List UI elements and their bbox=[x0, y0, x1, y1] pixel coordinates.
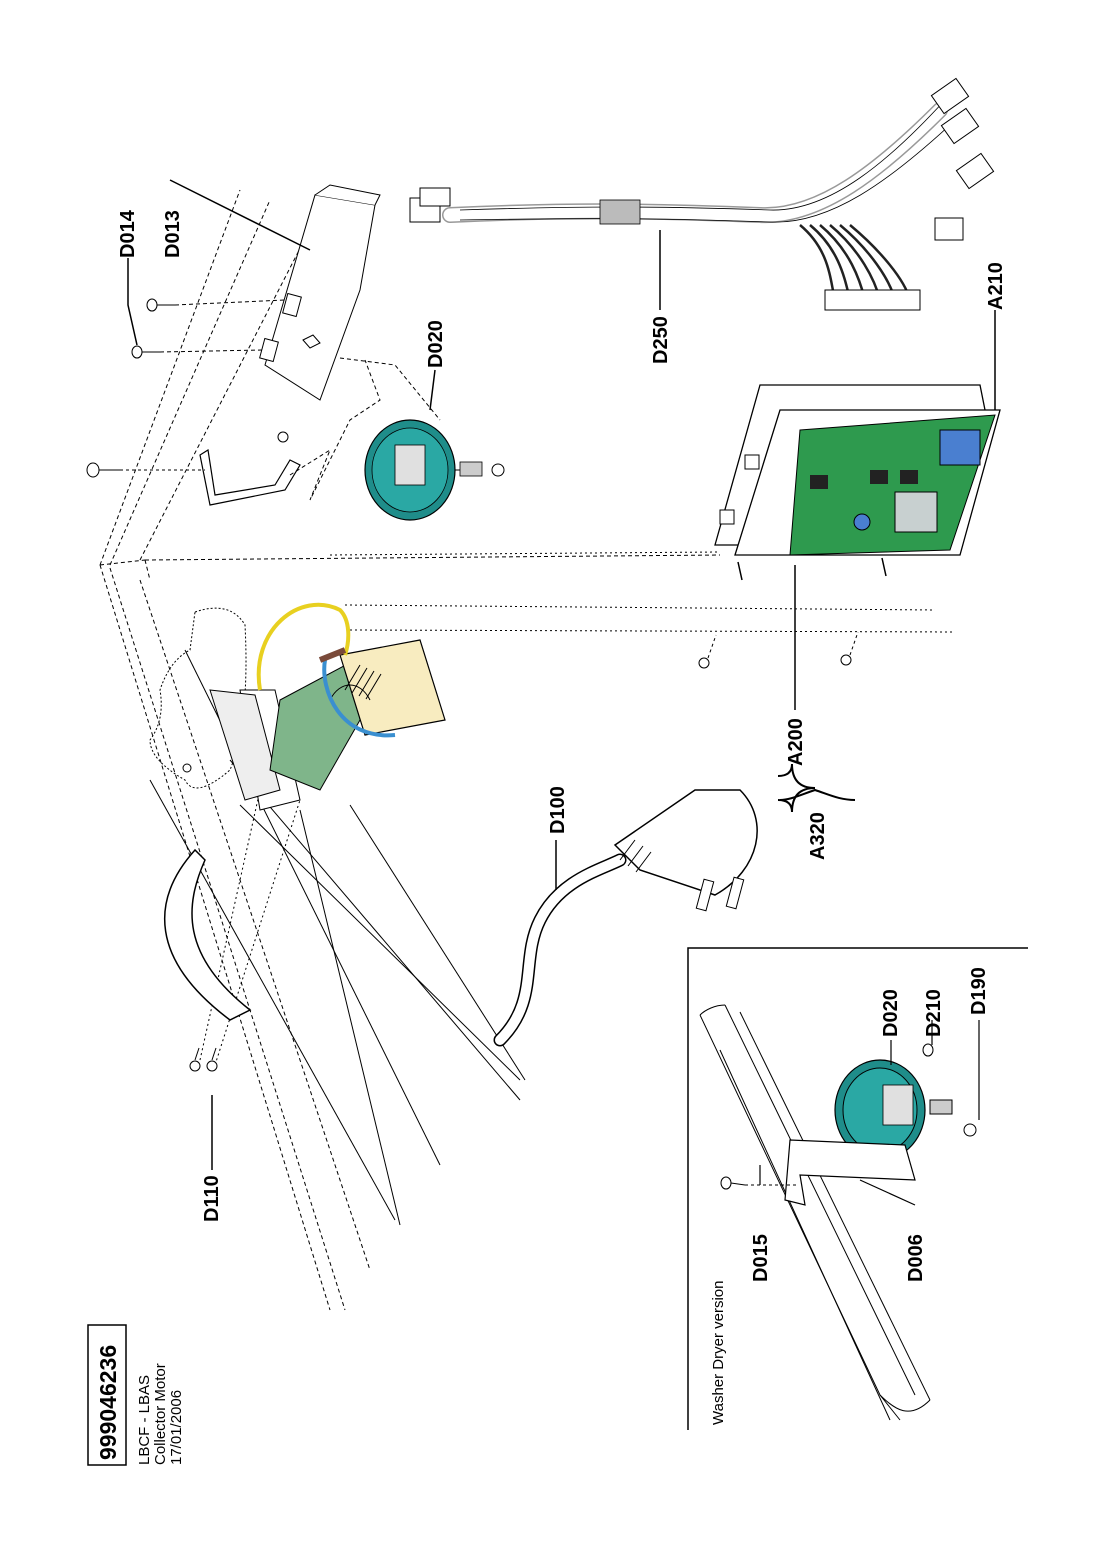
motor-connector bbox=[209, 602, 446, 811]
guide-lines bbox=[199, 551, 956, 1066]
label-a320: A320 bbox=[807, 812, 829, 860]
inset-washer-dryer: Washer Dryer version bbox=[687, 947, 1028, 1430]
label-d020-inset: D020 bbox=[880, 989, 902, 1037]
front-panel-contour bbox=[149, 607, 247, 789]
label-d250: D250 bbox=[650, 316, 672, 364]
label-d100: D100 bbox=[547, 786, 569, 834]
inset-leader-lines bbox=[759, 1020, 980, 1206]
date-line: 17/01/2006 bbox=[168, 1390, 185, 1465]
label-d110: D110 bbox=[201, 1175, 223, 1222]
screw-top bbox=[86, 431, 289, 478]
a200-board-housing bbox=[714, 384, 1001, 581]
label-d013: D013 bbox=[162, 210, 184, 258]
d020-link-line bbox=[289, 359, 381, 501]
panel-hole bbox=[182, 763, 192, 773]
inset-pressure-switch bbox=[834, 1043, 977, 1161]
inset-d006-bracket bbox=[784, 1139, 916, 1206]
header-block: 999046236 LBCF - LBAS Collector Motor 17… bbox=[87, 1324, 185, 1466]
d020-mount-bracket bbox=[199, 449, 301, 506]
d020-pressure-switch bbox=[364, 419, 505, 521]
a200-screws bbox=[698, 631, 859, 669]
a320-brace-curve bbox=[779, 788, 856, 801]
inset-d015-screw bbox=[720, 1176, 798, 1190]
model-line: LBCF - LBAS bbox=[136, 1375, 153, 1465]
a320-brace bbox=[777, 763, 816, 813]
label-d210: D210 bbox=[923, 989, 945, 1037]
motor-line: Collector Motor bbox=[152, 1363, 169, 1465]
plinth-outline bbox=[99, 189, 721, 1311]
label-a200: A200 bbox=[785, 718, 807, 766]
label-a210: A210 bbox=[985, 262, 1007, 310]
d014-screws bbox=[131, 298, 286, 359]
label-d190: D190 bbox=[968, 967, 990, 1015]
label-d014: D014 bbox=[117, 209, 139, 258]
part-number-box bbox=[87, 1324, 127, 1466]
label-d015: D015 bbox=[750, 1234, 772, 1282]
part-number: 999046236 bbox=[95, 1345, 121, 1460]
d110-hose bbox=[163, 848, 252, 1021]
d013-bracket bbox=[259, 184, 381, 401]
label-d006: D006 bbox=[905, 1234, 927, 1282]
inset-rail bbox=[699, 1004, 931, 1421]
d110-screws bbox=[189, 1047, 218, 1072]
d100-power-cord bbox=[493, 789, 758, 1047]
d250-wiring-harness bbox=[409, 77, 995, 311]
inset-title: Washer Dryer version bbox=[710, 1281, 727, 1425]
leader-lines bbox=[127, 179, 996, 1170]
label-d020: D020 bbox=[425, 320, 447, 368]
